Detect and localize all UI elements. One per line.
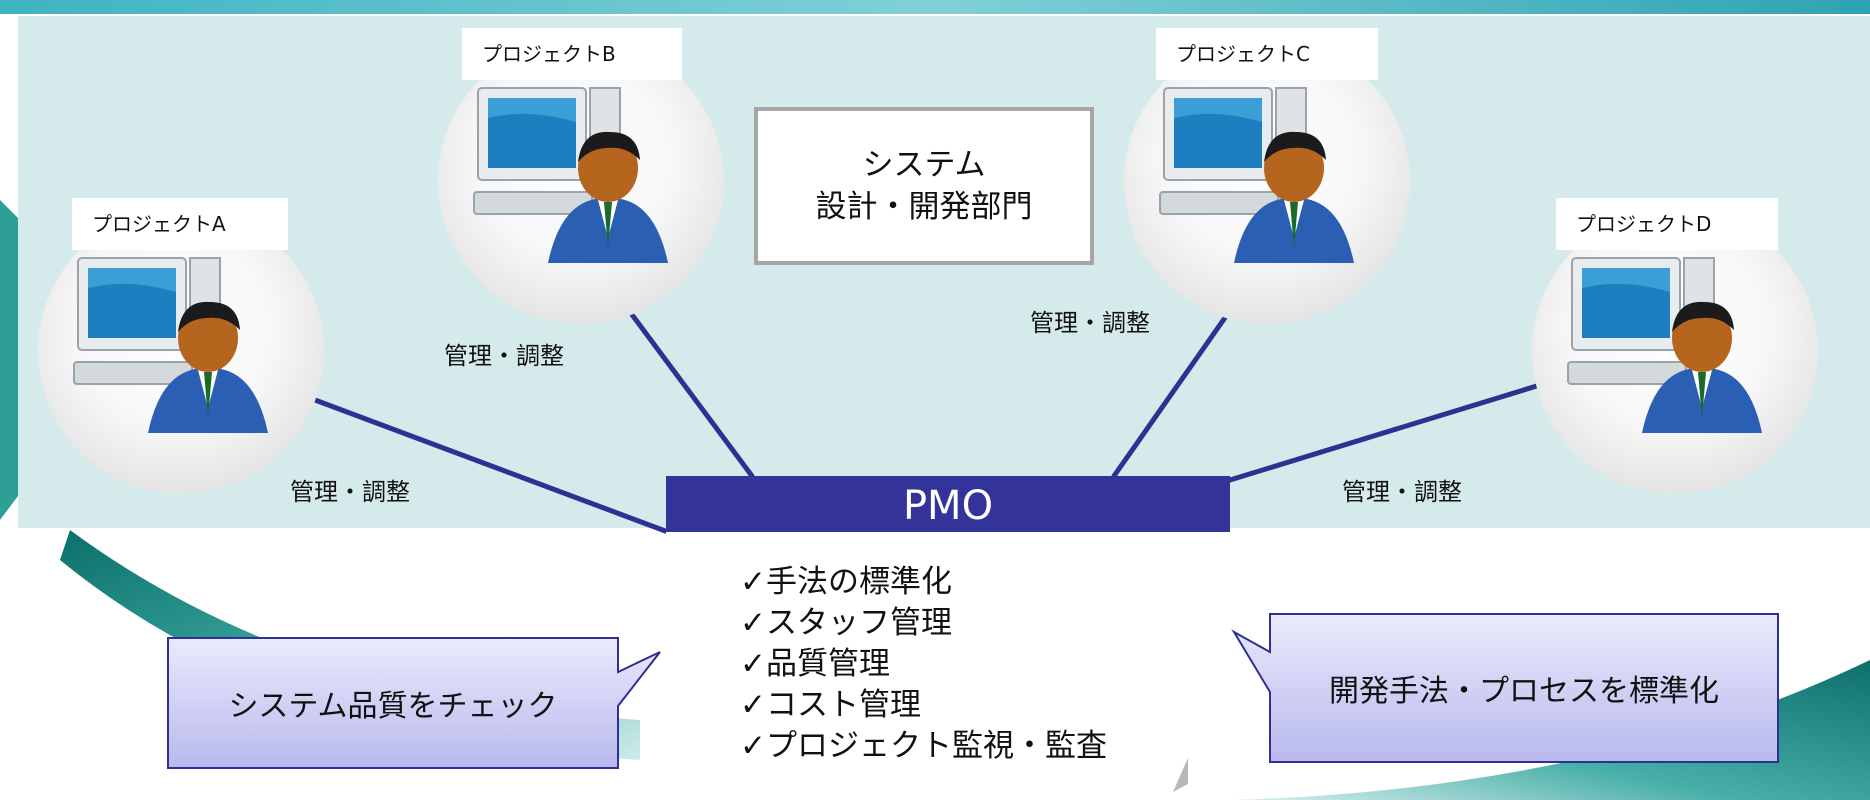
pmo-item: ✓スタッフ管理 [740,605,952,641]
pmo-item: ✓手法の標準化 [740,564,952,600]
department-line-2: 設計・開発部門 [815,189,1033,225]
callout-left-text: システム品質をチェック [228,689,558,724]
person-at-computer-icon [1159,87,1354,263]
project-d: プロジェクトD [1532,198,1818,494]
pmo-item: ✓プロジェクト監視・監査 [740,728,1107,764]
management-label-d: 管理・調整 [1342,478,1462,506]
pmo-function-list: ✓手法の標準化 ✓スタッフ管理 ✓品質管理 ✓コスト管理 ✓プロジェクト監視・監… [740,562,1107,767]
management-label-c: 管理・調整 [1030,309,1150,337]
project-b-label: プロジェクトB [462,28,682,80]
pmo-body-shape [666,532,1230,792]
management-label-a: 管理・調整 [290,478,410,506]
callout-right-shape [1231,613,1779,763]
project-b: プロジェクトB [438,28,724,324]
project-d-label: プロジェクトD [1556,198,1778,250]
person-at-computer-icon [73,257,268,433]
pmo-item: ✓コスト管理 [740,687,921,723]
connector-d [1227,382,1543,483]
pmo-title: PMO [666,476,1230,532]
project-a-label: プロジェクトA [72,198,288,250]
department-line-1: システム [862,147,986,183]
department-box: システム 設計・開発部門 [754,107,1094,265]
person-at-computer-icon [473,87,668,263]
project-c-label: プロジェクトC [1156,28,1378,80]
person-at-computer-icon [1567,257,1762,433]
project-c: プロジェクトC [1124,28,1410,324]
management-label-b: 管理・調整 [444,342,564,370]
pmo-item: ✓品質管理 [740,646,890,682]
project-a: プロジェクトA [38,198,324,494]
connector-c [1111,299,1239,479]
callout-right-text: 開発手法・プロセスを標準化 [1329,674,1719,709]
connector-b [627,309,755,479]
connector-a [312,397,671,535]
callout-left-shape [167,637,661,769]
